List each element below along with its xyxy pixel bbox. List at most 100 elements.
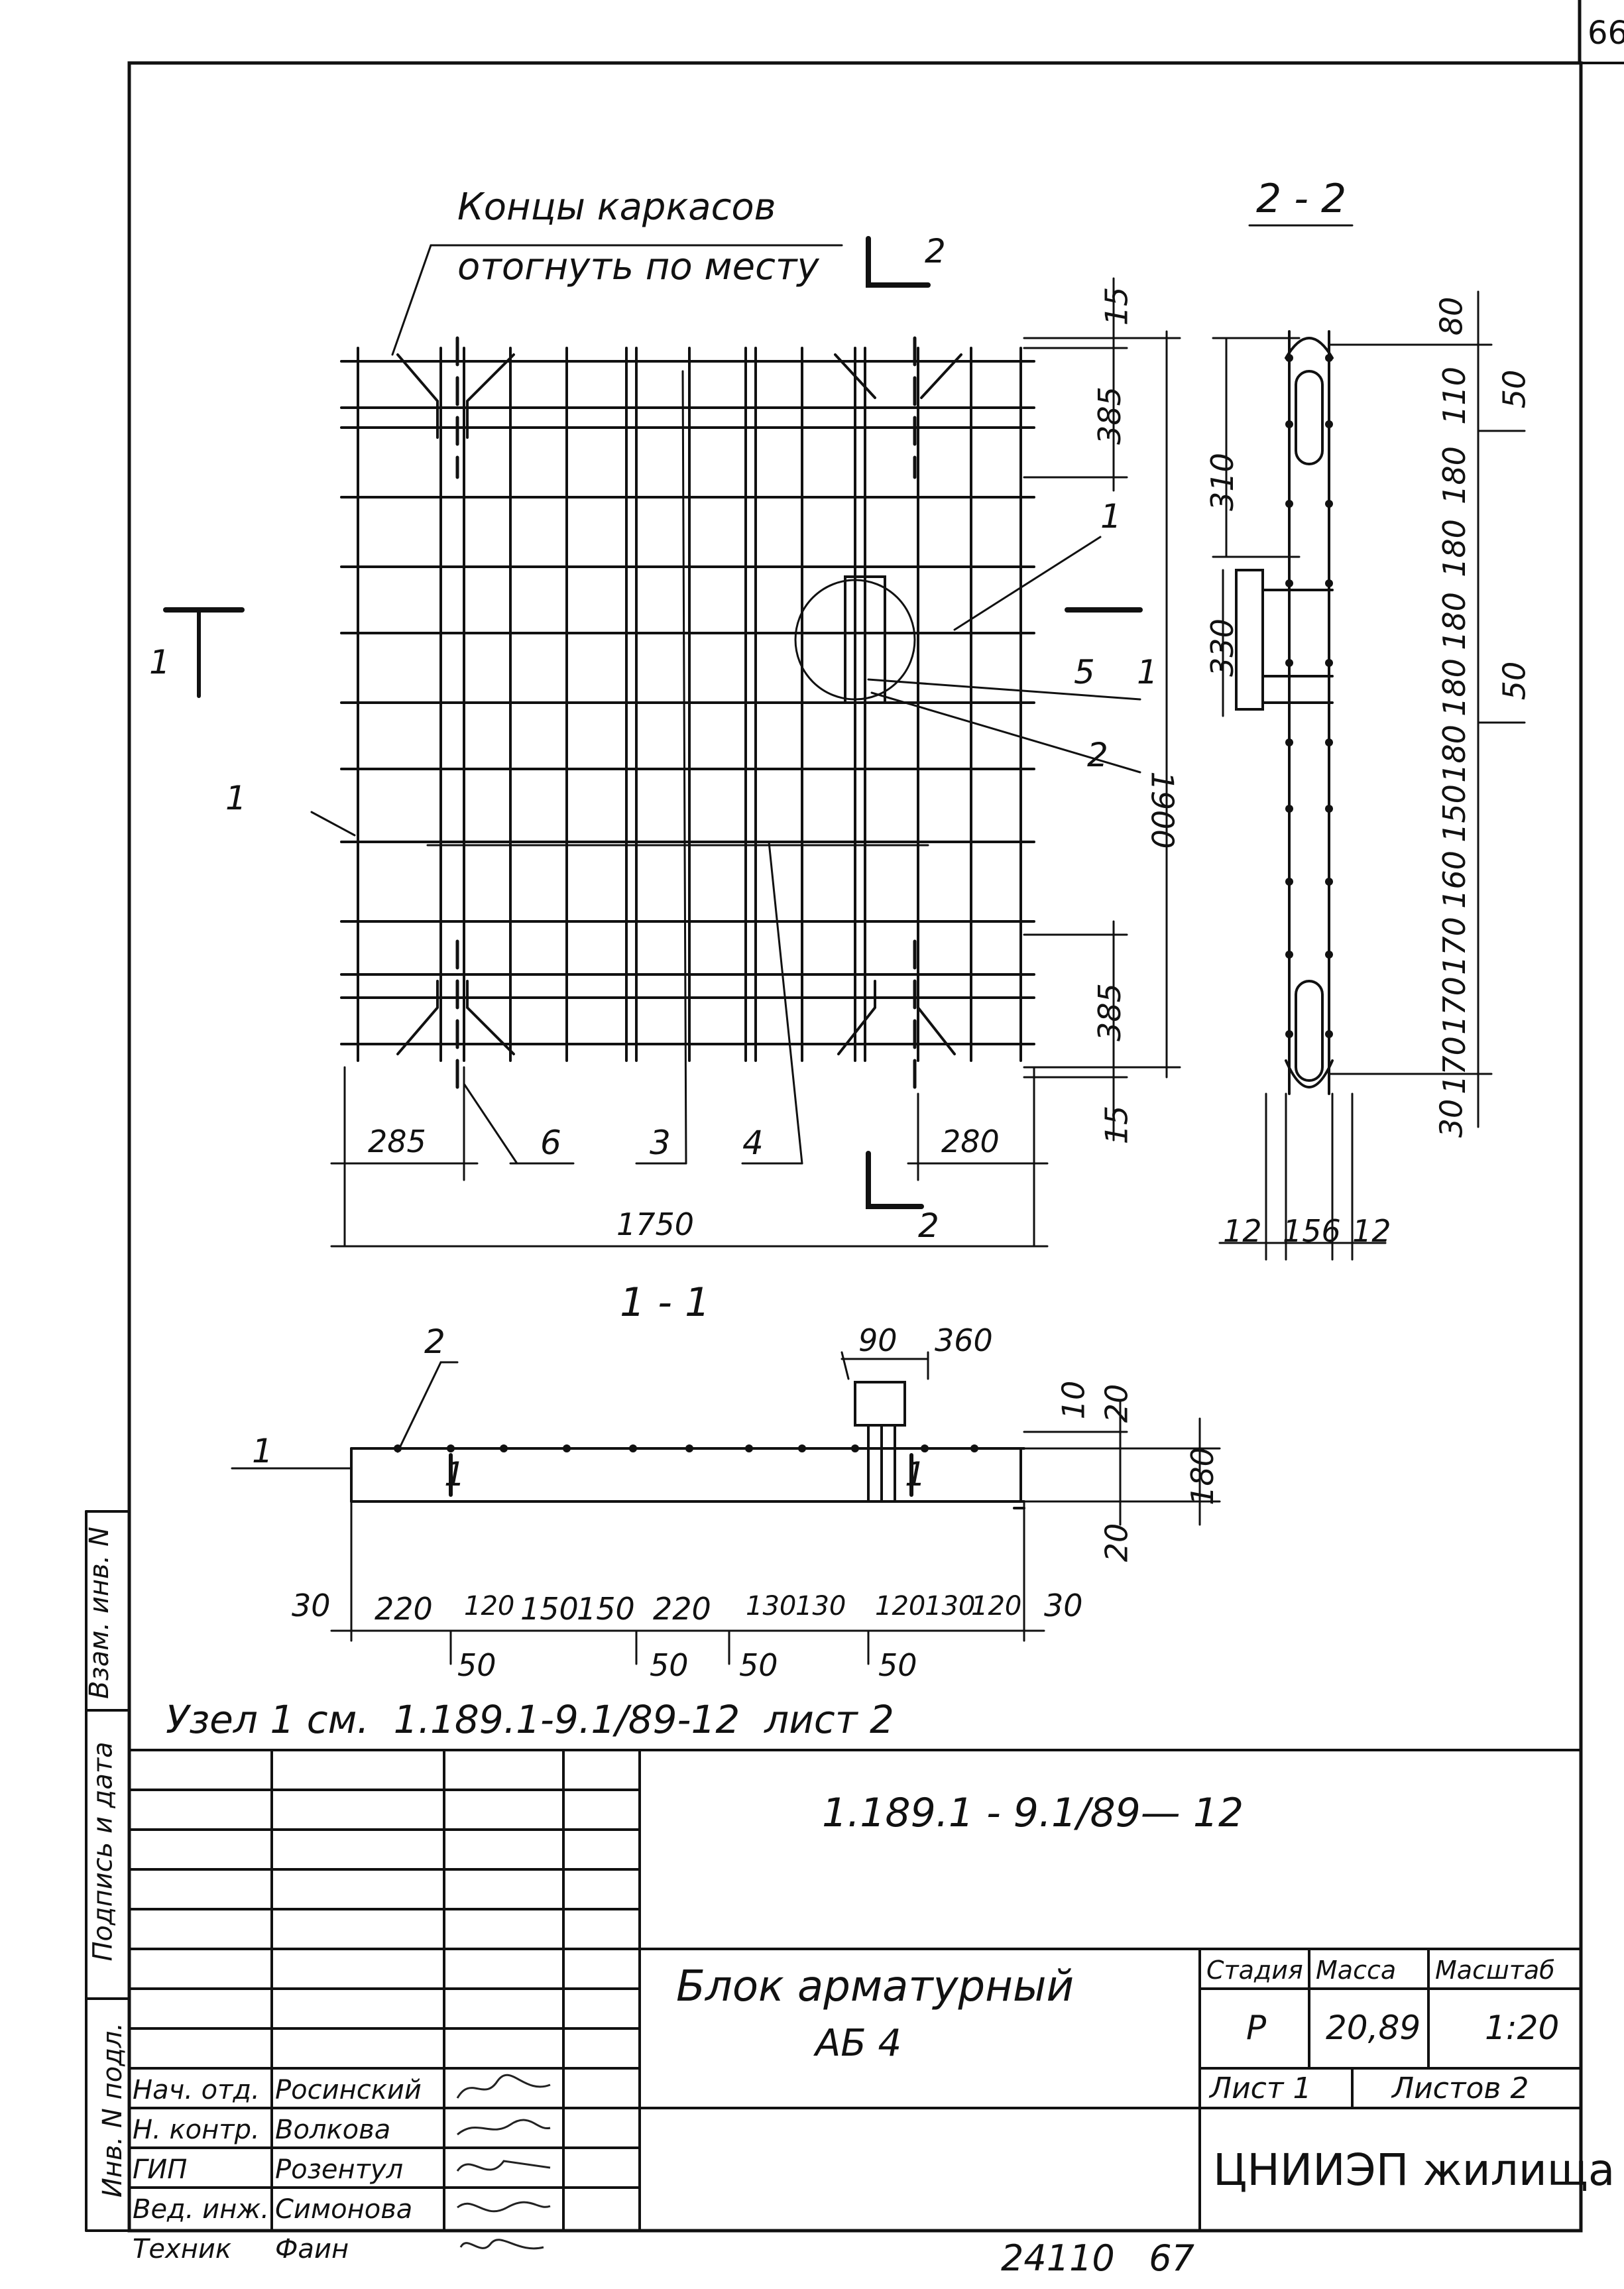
plan-callout: 2	[1087, 736, 1108, 774]
plan-callout: 1	[225, 779, 247, 817]
s11-dim-bottom: 130	[925, 1591, 976, 1621]
plan-dim-right: 15	[1098, 286, 1135, 326]
s11-dim-sub: 50	[878, 1647, 917, 1683]
head-stage: Стадия	[1206, 1956, 1303, 1985]
role-3: ГИП	[133, 2154, 188, 2185]
s11-dim-sub: 50	[457, 1647, 496, 1683]
s11-callout: 1	[905, 1455, 926, 1494]
stage-value: Р	[1246, 2009, 1267, 2047]
note-line-2: отогнуть по месту	[457, 245, 819, 288]
plan-callout: 3	[650, 1124, 671, 1162]
plan-callout: 1	[1100, 497, 1122, 536]
s11-dim-sub: 50	[739, 1647, 778, 1683]
s11-dim-bottom: 150	[577, 1591, 635, 1627]
s11-dim-bottom: 220	[375, 1591, 433, 1627]
s22-dim-right: 170	[1436, 1036, 1472, 1094]
page-number: 66	[1588, 15, 1624, 52]
section-1-label: 1 - 1	[620, 1279, 711, 1326]
s11-dim-bottom: 120	[464, 1591, 515, 1621]
plan-callout: 5	[1074, 653, 1095, 691]
s11-dim-top: 90	[858, 1322, 898, 1358]
plan-dim-bottom: 280	[941, 1124, 1000, 1159]
signature-1	[456, 2074, 551, 2099]
scale-value: 1:20	[1485, 2009, 1560, 2047]
sheets-value: Листов 2	[1392, 2072, 1529, 2105]
s22-dim-right: 170	[1436, 976, 1472, 1035]
note-line-1: Концы каркасов	[457, 186, 776, 229]
s22-dim-right: 180	[1436, 519, 1472, 577]
signature-3	[456, 2160, 551, 2172]
s22-dim-right: 180	[1436, 446, 1472, 504]
plan-dim-right: 1900	[1144, 771, 1181, 849]
signature-4	[457, 2201, 551, 2213]
s22-dim-bottom: 12	[1223, 1213, 1262, 1249]
signature-5	[459, 2239, 544, 2250]
cut-mark-right: 1	[1137, 653, 1158, 691]
cut-mark-bottom: 2	[918, 1206, 939, 1245]
s22-dim-right: 160	[1436, 851, 1472, 909]
signature-2	[457, 2119, 551, 2136]
stamp-signature-date: Подпись и дата	[87, 1741, 119, 1962]
s22-dim-right: 30	[1433, 1098, 1470, 1138]
s22-dim-right: 180	[1436, 725, 1472, 783]
organization: ЦНИИЭП жилища	[1213, 2144, 1615, 2196]
s11-dim-bottom: 130	[795, 1591, 846, 1621]
sheet-value: Лист 1	[1210, 2072, 1312, 2105]
head-scale: Масштаб	[1435, 1956, 1555, 1985]
s11-dim-right: 180	[1184, 1447, 1220, 1505]
plan-callout: 6	[540, 1124, 561, 1162]
role-2: Н. контр.	[133, 2115, 260, 2145]
name-5: Фаин	[275, 2234, 349, 2264]
s22-dim-outer: 50	[1496, 661, 1533, 701]
plan-dim-right: 385	[1091, 386, 1128, 445]
plan-dim-bottom: 285	[368, 1124, 426, 1159]
name-3: Розентул	[275, 2154, 404, 2185]
role-1: Нач. отд.	[133, 2075, 260, 2105]
node-note: Узел 1 см. 1.189.1-9.1/89-12 лист 2	[166, 1697, 894, 1742]
doc-code: 1.189.1 - 9.1/89— 12	[822, 1790, 1244, 1836]
stamp-vzam-inv: Взам. инв. N	[84, 1527, 115, 1699]
stamp-inv-podl: Инв. N подл.	[97, 2022, 129, 2198]
s22-dim-right: 80	[1433, 296, 1470, 336]
s22-dim-right: 170	[1436, 917, 1472, 975]
plan-dim-bottom: 1750	[616, 1206, 695, 1242]
s11-dim-sub: 50	[650, 1647, 689, 1683]
mass-value: 20,89	[1326, 2009, 1421, 2047]
s11-dim-bottom: 30	[292, 1588, 331, 1623]
s11-callout: 1	[252, 1432, 273, 1470]
name-2: Волкова	[275, 2115, 391, 2145]
s11-callout: 1	[444, 1455, 465, 1494]
plan-callout: 4	[742, 1124, 764, 1162]
plan-dim-right: 385	[1091, 983, 1128, 1041]
s11-dim-bottom: 130	[746, 1591, 797, 1621]
title-line-1: Блок арматурный	[676, 1962, 1074, 2011]
cut-mark-left: 1	[149, 643, 170, 681]
s22-dim-bottom: 156	[1283, 1213, 1341, 1249]
sheet-frame	[127, 61, 1583, 2233]
s11-dim-right: 20	[1098, 1523, 1135, 1562]
head-mass: Масса	[1316, 1956, 1397, 1985]
s11-dim-bottom: 120	[971, 1591, 1022, 1621]
s11-dim-right: 20	[1098, 1383, 1135, 1423]
s22-dim-right: 180	[1436, 592, 1472, 650]
name-4: Симонова	[275, 2194, 413, 2225]
s22-dim-right: 150	[1436, 784, 1472, 843]
s11-dim-top: 360	[935, 1322, 993, 1358]
section-2-label: 2 - 2	[1256, 176, 1347, 222]
title-line-2: АБ 4	[815, 2022, 902, 2065]
s22-dim-bottom: 12	[1352, 1213, 1391, 1249]
s22-dim-right: 110	[1436, 367, 1472, 425]
s22-dim-right: 180	[1436, 658, 1472, 717]
role-5: Техник	[133, 2234, 232, 2264]
plan-dim-right: 15	[1098, 1105, 1135, 1145]
s22-dim-outer: 50	[1496, 369, 1533, 409]
s11-dim-bottom: 220	[653, 1591, 711, 1627]
cut-mark-top: 2	[925, 232, 946, 270]
s11-callout: 2	[424, 1322, 445, 1361]
footer-number: 24110 67	[1001, 2237, 1194, 2279]
s22-dim-left: 330	[1204, 618, 1240, 677]
s11-dim-bottom: 30	[1044, 1588, 1083, 1623]
s11-dim-bottom: 150	[520, 1591, 579, 1627]
s11-dim-right: 10	[1055, 1380, 1092, 1420]
